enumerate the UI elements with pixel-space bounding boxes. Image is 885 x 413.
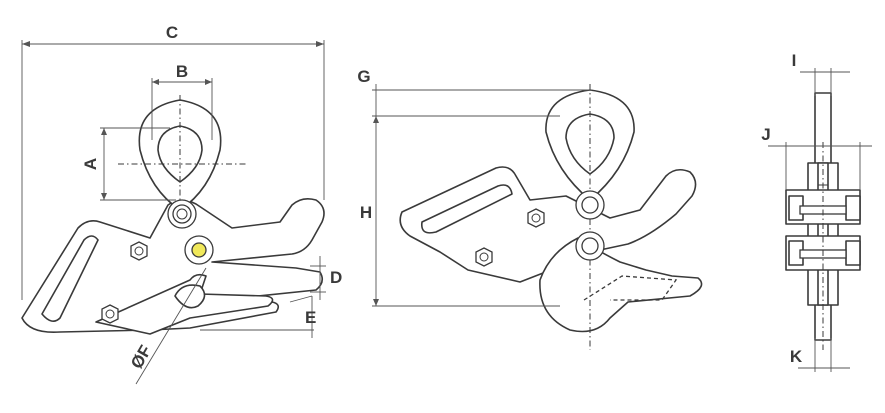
side-view: I J K xyxy=(761,51,872,372)
dimension-label-g: G xyxy=(357,67,370,86)
dimension-label-a: A xyxy=(81,158,100,170)
dimension-label-j: J xyxy=(761,125,770,144)
dimension-label-b: B xyxy=(176,62,188,81)
dimension-label-f: ØF xyxy=(127,342,155,372)
front-view-nut-lower xyxy=(101,304,119,324)
closed-view-nut-middle xyxy=(527,208,545,228)
closed-view-main-bolt xyxy=(575,190,605,220)
front-view-yellow-bolt xyxy=(184,235,214,265)
closed-view-hook xyxy=(539,237,703,333)
closed-view-arm-slot xyxy=(420,184,513,234)
closed-view-hidden-edge xyxy=(583,275,678,301)
dimension-label-h: H xyxy=(360,203,372,222)
front-view-jaw-pad xyxy=(174,284,206,309)
front-view-main-pivot-bolt xyxy=(167,199,197,229)
closed-view-nut-left xyxy=(475,247,493,267)
front-view-arm-slot xyxy=(41,235,99,322)
front-view: C B A D E ØF xyxy=(21,23,342,385)
closed-view: G H xyxy=(357,67,703,350)
closed-view-lower-bolt xyxy=(575,231,605,261)
closed-view-body-plate xyxy=(399,166,697,283)
dimension-label-d: D xyxy=(330,268,342,287)
dimension-label-c: C xyxy=(166,23,178,42)
dimension-label-i: I xyxy=(792,51,797,70)
dimension-label-k: K xyxy=(790,347,803,366)
dimension-label-e: E xyxy=(305,308,316,327)
front-view-nut-left xyxy=(130,241,148,261)
